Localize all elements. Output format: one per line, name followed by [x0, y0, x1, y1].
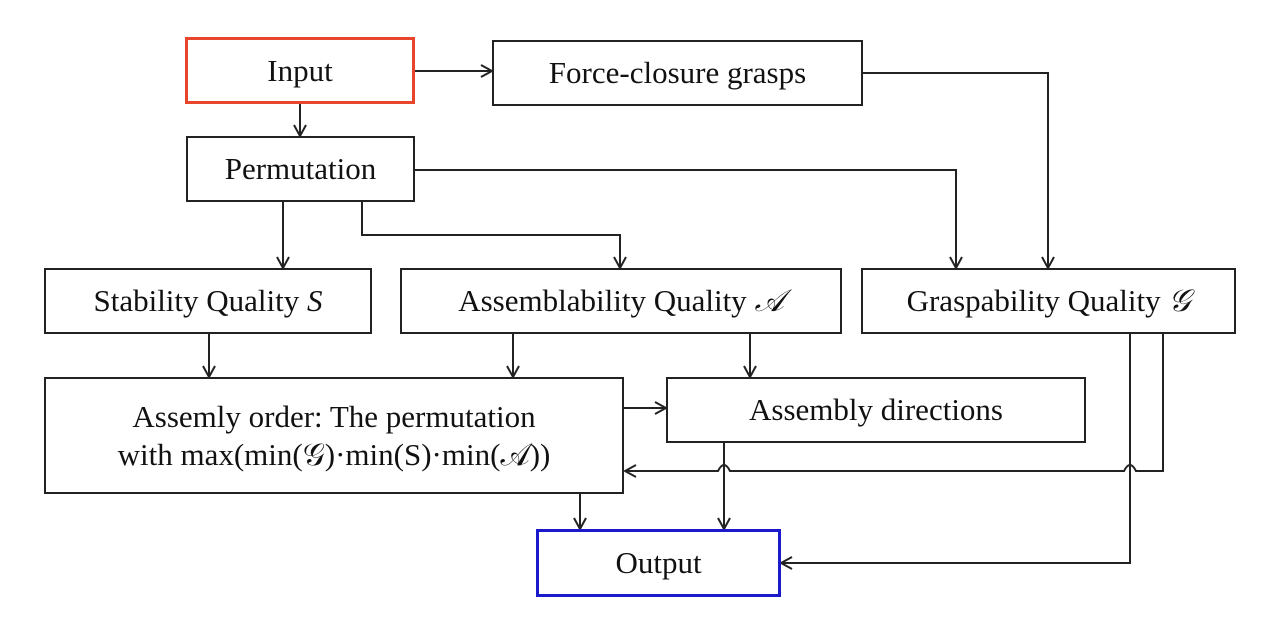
graspability-symbol: 𝒢 [1168, 283, 1191, 319]
node-assembly-order-line1: Assemly order: The permutation [132, 399, 536, 435]
node-stability-quality: Stability Quality S [44, 268, 372, 334]
node-assembly-order: Assemly order: The permutation with max(… [44, 377, 624, 494]
node-force-closure-label: Force-closure grasps [548, 55, 807, 91]
stability-symbol: S [307, 283, 323, 319]
assemblability-symbol: 𝒜 [754, 283, 784, 319]
node-assembly-order-line2: with max(min(𝒢)·min(S)·min(𝒜)) [117, 436, 551, 472]
node-input-label: Input [267, 52, 333, 88]
node-graspability-quality: Graspability Quality 𝒢 [861, 268, 1236, 334]
edge-permutation-assemblability [361, 202, 620, 268]
node-assembly-directions: Assembly directions [666, 377, 1086, 443]
node-force-closure-grasps: Force-closure grasps [492, 40, 863, 106]
node-permutation-label: Permutation [224, 151, 377, 187]
node-assemblability-quality: Assemblability Quality 𝒜 [400, 268, 842, 334]
node-input: Input [185, 37, 415, 104]
edge-graspability-output [781, 334, 1131, 563]
node-assemblability-label: Assemblability Quality [458, 283, 747, 319]
edge-permutation-graspability [415, 169, 956, 268]
node-stability-label: Stability Quality [93, 283, 300, 319]
node-permutation: Permutation [186, 136, 415, 202]
node-output: Output [536, 529, 781, 597]
node-assembly-directions-label: Assembly directions [749, 392, 1003, 428]
edge-force-closure-graspability [863, 72, 1048, 268]
node-output-label: Output [615, 545, 702, 581]
node-graspability-label: Graspability Quality [906, 283, 1161, 319]
edge-graspability-order [625, 334, 1164, 471]
